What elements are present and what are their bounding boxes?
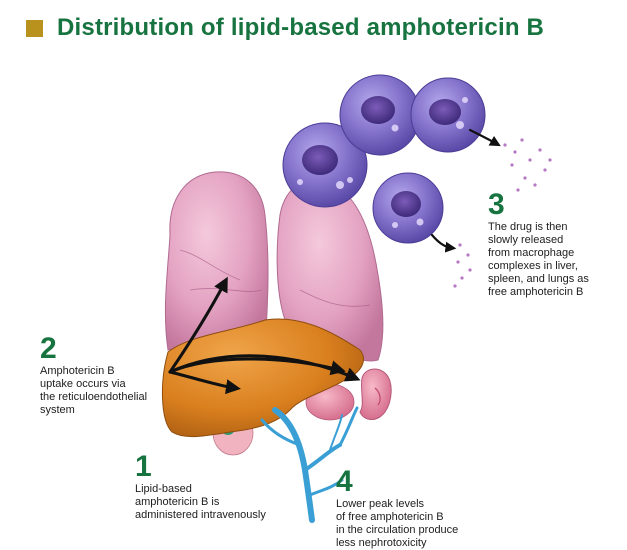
step-2: 2 Amphotericin B uptake occurs via the r… <box>40 334 180 417</box>
arrow-to-liver <box>168 370 241 395</box>
step-number: 2 <box>40 332 57 365</box>
step-number: 3 <box>488 188 505 221</box>
step-number: 1 <box>135 450 152 483</box>
step-4: 4 Lower peak levels of free amphotericin… <box>336 467 536 550</box>
diagram-title: Distribution of lipid-based amphotericin… <box>57 14 545 41</box>
macrophage-cluster <box>282 74 486 244</box>
step-1: 1 Lipid-based amphotericin B is administ… <box>135 452 305 522</box>
arrow-to-lung <box>168 276 228 374</box>
blood-vessels <box>260 406 359 523</box>
title-bullet-square <box>26 19 43 37</box>
arrow-release-1 <box>468 128 501 147</box>
released-drug-particles <box>453 138 552 288</box>
arrow-to-kidney <box>168 354 361 382</box>
lungs <box>164 171 384 362</box>
step-number: 4 <box>336 465 353 498</box>
step-3: 3 The drug is then slowly released from … <box>488 190 623 299</box>
process-arrows <box>168 128 501 395</box>
step-description: Amphotericin B uptake occurs via the ret… <box>40 365 148 416</box>
liver <box>161 318 364 438</box>
step-description: Lower peak levels of free amphotericin B… <box>336 498 459 549</box>
step-description: The drug is then slowly released from ma… <box>488 221 589 298</box>
right-kidney <box>359 368 392 420</box>
title-bar: Distribution of lipid-based amphotericin… <box>26 14 544 42</box>
step-description: Lipid-based amphotericin B is administer… <box>135 483 266 521</box>
arrow-release-2 <box>430 233 457 253</box>
